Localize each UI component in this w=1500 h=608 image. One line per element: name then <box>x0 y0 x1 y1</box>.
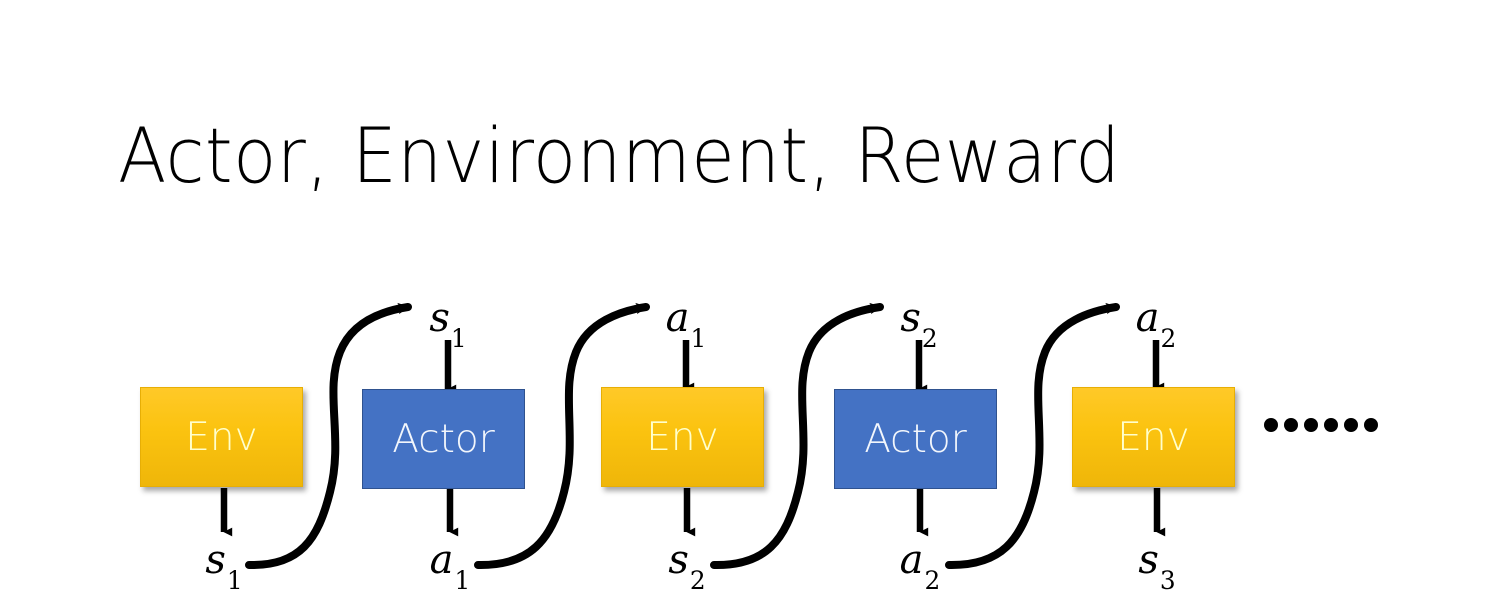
ellipsis-dot <box>1304 418 1318 432</box>
action-label-a2-bottom-sub: 2 <box>924 566 941 596</box>
state-label-s2-bottom: s2 <box>668 537 705 593</box>
state-label-s1-bottom-base: s <box>205 537 226 583</box>
state-label-s2-bottom-base: s <box>668 537 689 583</box>
action-label-a1-bottom: a1 <box>429 537 471 593</box>
ellipsis-dot <box>1344 418 1358 432</box>
state-label-s2-top-sub: 2 <box>921 324 938 354</box>
env-box-1-label: Env <box>185 414 258 460</box>
action-label-a2-top-base: a <box>1135 295 1160 341</box>
action-label-a2-bottom: a2 <box>899 537 941 593</box>
state-label-s3-bottom-base: s <box>1138 537 1159 583</box>
state-label-s2-bottom-sub: 2 <box>689 566 706 596</box>
action-label-a1-top-base: a <box>665 295 690 341</box>
action-label-a1-bottom-base: a <box>429 537 454 583</box>
action-label-a1-bottom-sub: 1 <box>454 566 471 596</box>
action-label-a2-bottom-base: a <box>899 537 924 583</box>
continuation-ellipsis <box>1264 418 1378 432</box>
state-label-s2-top: s2 <box>900 295 937 351</box>
env-box-2[interactable]: Env <box>601 387 764 487</box>
actor-box-2-label: Actor <box>864 416 967 462</box>
actor-box-1-label: Actor <box>392 416 495 462</box>
ellipsis-dot <box>1364 418 1378 432</box>
state-label-s3-bottom-sub: 3 <box>1159 566 1176 596</box>
actor-box-2[interactable]: Actor <box>834 389 997 489</box>
down-arrow-out-of-box-group <box>220 488 1166 537</box>
state-label-s1-top-sub: 1 <box>450 324 467 354</box>
curved-connector-a1 <box>474 302 650 570</box>
actor-box-1[interactable]: Actor <box>362 389 525 489</box>
state-label-s1-bottom-sub: 1 <box>226 566 243 596</box>
action-label-a1-top-sub: 1 <box>690 324 707 354</box>
action-label-a2-top-sub: 2 <box>1160 324 1177 354</box>
env-box-1[interactable]: Env <box>140 387 303 487</box>
state-label-s1-top: s1 <box>429 295 466 351</box>
state-label-s2-top-base: s <box>900 295 921 341</box>
ellipsis-dot <box>1264 418 1278 432</box>
env-box-3[interactable]: Env <box>1072 387 1235 487</box>
ellipsis-dot <box>1324 418 1338 432</box>
env-box-3-label: Env <box>1117 414 1190 460</box>
action-label-a1-top: a1 <box>665 295 707 351</box>
curved-connector-s2 <box>710 302 884 570</box>
curved-connector-a2 <box>945 302 1120 570</box>
action-label-a2-top: a2 <box>1135 295 1177 351</box>
state-label-s3-bottom: s3 <box>1138 537 1175 593</box>
page-title: Actor, Environment, Reward <box>118 111 1121 200</box>
down-arrow-into-box-group <box>444 340 1165 394</box>
state-label-s1-top-base: s <box>429 295 450 341</box>
curved-connector-group <box>245 302 1120 570</box>
state-label-s1-bottom: s1 <box>205 537 242 593</box>
ellipsis-dot <box>1284 418 1298 432</box>
curved-connector-s1 <box>245 302 412 570</box>
env-box-2-label: Env <box>646 414 719 460</box>
